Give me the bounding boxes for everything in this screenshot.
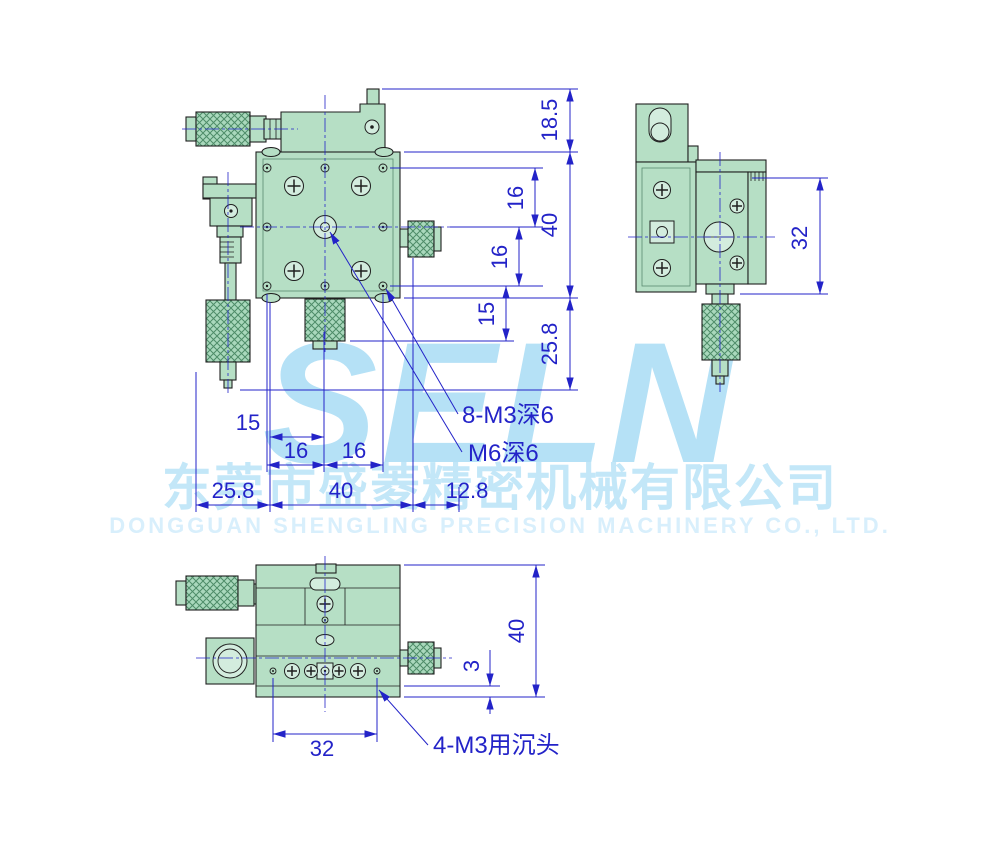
- front-right-knob-cap: [433, 226, 442, 252]
- dim-front-15-right: 15: [474, 302, 499, 326]
- side-view: 32: [628, 103, 828, 392]
- front-screw-bottom-right: [351, 261, 371, 281]
- dim-front-15-bottom: 15: [236, 410, 260, 435]
- front-leader-labels: 8-M3深6 M6深6: [329, 231, 554, 467]
- side-mic-knurl: [701, 303, 741, 361]
- label-m6-depth6: M6深6: [468, 440, 539, 467]
- front-clamp-stud: [366, 88, 380, 105]
- bottom-dimensions: 40 3 32 4-M3用沉头: [272, 564, 560, 761]
- front-right-knob: [407, 220, 435, 258]
- bottom-row-screw-3: [332, 664, 346, 678]
- front-left-sleeve: [219, 236, 242, 264]
- dim-front-12-8: 12.8: [446, 478, 489, 503]
- bottom-view: 40 3 32 4-M3用沉头: [175, 556, 560, 761]
- dim-side-32: 32: [787, 226, 812, 250]
- front-screw-top-right: [351, 176, 371, 196]
- dim-front-40-bottom: 40: [329, 478, 353, 503]
- dim-front-16-bottom-right: 16: [342, 438, 366, 463]
- side-screw-right-lower: [729, 255, 745, 271]
- side-far-plate: [747, 171, 767, 285]
- bottom-m3-countersunk-holes: [269, 667, 381, 675]
- side-screw-upper: [653, 181, 671, 199]
- bottom-row-screw-1: [284, 663, 300, 679]
- watermark-company-en: DONGGUAN SHENGLING PRECISION MACHINERY C…: [109, 513, 891, 538]
- front-left-locknut: [216, 225, 244, 238]
- dim-bottom-3: 3: [459, 660, 484, 672]
- dim-bottom-40: 40: [504, 619, 529, 643]
- dim-bottom-32: 32: [310, 736, 334, 761]
- side-top-cap: [695, 159, 767, 173]
- dim-front-18-5: 18.5: [537, 99, 562, 142]
- label-8-m3-depth6: 8-M3深6: [462, 402, 554, 429]
- front-dimensions-right: 18.5 16 40 16 15 25.8: [240, 88, 578, 391]
- dim-front-16-lower: 16: [487, 245, 512, 269]
- watermark-company-cn: 东莞市盛菱精密机械有限公司: [162, 460, 838, 516]
- bottom-row-screw-4: [350, 663, 366, 679]
- dim-front-25-8-right: 25.8: [537, 323, 562, 366]
- label-4-m3-countersunk: 4-M3用沉头: [433, 732, 560, 759]
- dim-front-25-8-bottom: 25.8: [212, 478, 255, 503]
- bottom-row-screw-2: [304, 664, 318, 678]
- dim-front-16-bottom-left: 16: [284, 438, 308, 463]
- side-dimension-32: 32: [740, 177, 828, 295]
- front-screw-top-left: [284, 176, 304, 196]
- side-screw-right-upper: [729, 198, 745, 214]
- front-right-knob-shaft: [399, 228, 409, 248]
- front-view: 18.5 16 40 16 15 25.8 15 16 16 25.8 40 1…: [182, 88, 578, 512]
- dim-front-40-right: 40: [537, 213, 562, 237]
- dim-front-16-upper: 16: [503, 186, 528, 210]
- front-left-arm: [202, 183, 259, 199]
- bottom-mic-cap: [175, 580, 187, 606]
- front-dimensions-bottom: 15 16 16 25.8 40 12.8: [195, 258, 489, 512]
- front-left-shaft: [224, 262, 237, 301]
- side-screw-lower: [653, 259, 671, 277]
- front-screw-bottom-left: [284, 261, 304, 281]
- bottom-mic-knurl: [185, 575, 239, 611]
